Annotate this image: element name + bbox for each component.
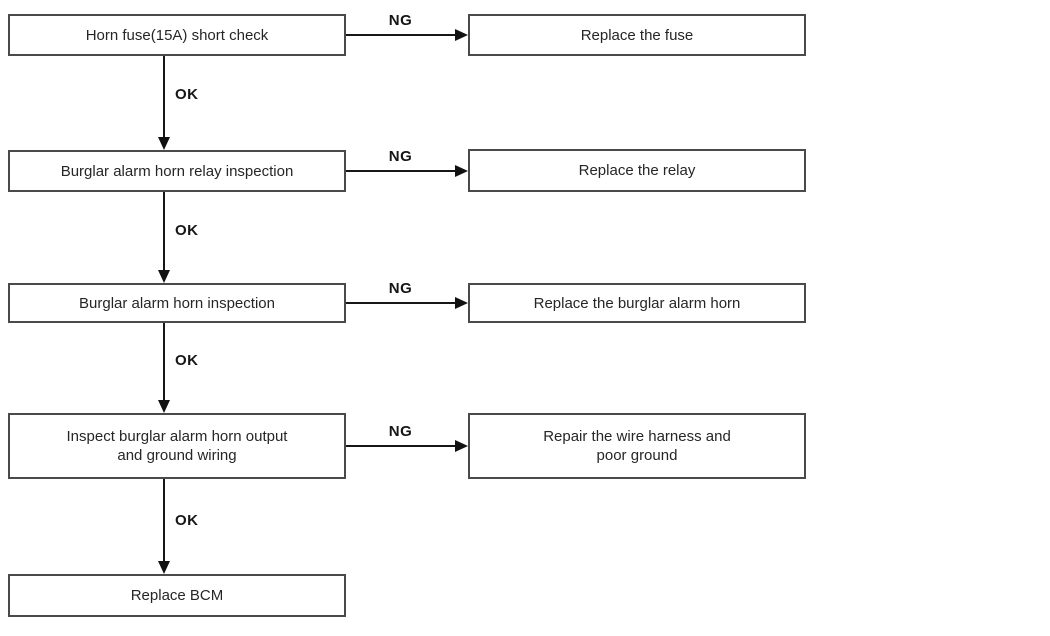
step-label: Burglar alarm horn inspection bbox=[79, 294, 275, 312]
step-box-horn-fuse-short-check: Horn fuse(15A) short check bbox=[8, 14, 346, 56]
step-box-replace-bcm: Replace BCM bbox=[8, 574, 346, 617]
step-box-horn-output-ground-wiring: Inspect burglar alarm horn output and gr… bbox=[8, 413, 346, 479]
remedy-box-repair-wire-harness: Repair the wire harness and poor ground bbox=[468, 413, 806, 479]
remedy-box-replace-relay: Replace the relay bbox=[468, 149, 806, 192]
step-label: Inspect burglar alarm horn output and gr… bbox=[66, 428, 288, 464]
ng-label-1: NG bbox=[388, 12, 413, 29]
ng-arrowhead-icon-4 bbox=[455, 440, 468, 452]
ng-arrowhead-icon-3 bbox=[455, 297, 468, 309]
ok-arrowhead-icon-1 bbox=[158, 137, 170, 150]
step-box-horn-inspection: Burglar alarm horn inspection bbox=[8, 283, 346, 323]
ok-label-3: OK bbox=[175, 352, 199, 369]
remedy-label: Replace the relay bbox=[578, 162, 696, 179]
remedy-box-replace-burglar-alarm-horn: Replace the burglar alarm horn bbox=[468, 283, 806, 323]
ok-label-1: OK bbox=[175, 86, 199, 103]
step-label: Horn fuse(15A) short check bbox=[85, 26, 269, 44]
ok-label-4: OK bbox=[175, 512, 199, 529]
ng-arrow-line-2 bbox=[346, 170, 456, 172]
ok-label-2: OK bbox=[175, 222, 199, 239]
ng-arrow-line-3 bbox=[346, 302, 456, 304]
ng-label-2: NG bbox=[388, 148, 413, 165]
ng-arrow-line-1 bbox=[346, 34, 456, 36]
ng-label-4: NG bbox=[388, 423, 413, 440]
remedy-label: Replace the burglar alarm horn bbox=[533, 294, 741, 312]
ok-arrow-line-4 bbox=[163, 479, 165, 562]
ng-arrowhead-icon-2 bbox=[455, 165, 468, 177]
ok-arrowhead-icon-2 bbox=[158, 270, 170, 283]
remedy-label: Replace the fuse bbox=[580, 26, 694, 44]
step-box-horn-relay-inspection: Burglar alarm horn relay inspection bbox=[8, 150, 346, 192]
remedy-box-replace-fuse: Replace the fuse bbox=[468, 14, 806, 56]
ok-arrowhead-icon-3 bbox=[158, 400, 170, 413]
step-label: Burglar alarm horn relay inspection bbox=[60, 162, 294, 180]
ng-label-3: NG bbox=[388, 280, 413, 297]
remedy-label: Repair the wire harness and poor ground bbox=[543, 428, 731, 464]
ng-arrow-line-4 bbox=[346, 445, 456, 447]
ok-arrowhead-icon-4 bbox=[158, 561, 170, 574]
ok-arrow-line-1 bbox=[163, 56, 165, 138]
step-label: Replace BCM bbox=[130, 587, 224, 604]
ok-arrow-line-2 bbox=[163, 192, 165, 271]
ng-arrowhead-icon-1 bbox=[455, 29, 468, 41]
ok-arrow-line-3 bbox=[163, 323, 165, 401]
